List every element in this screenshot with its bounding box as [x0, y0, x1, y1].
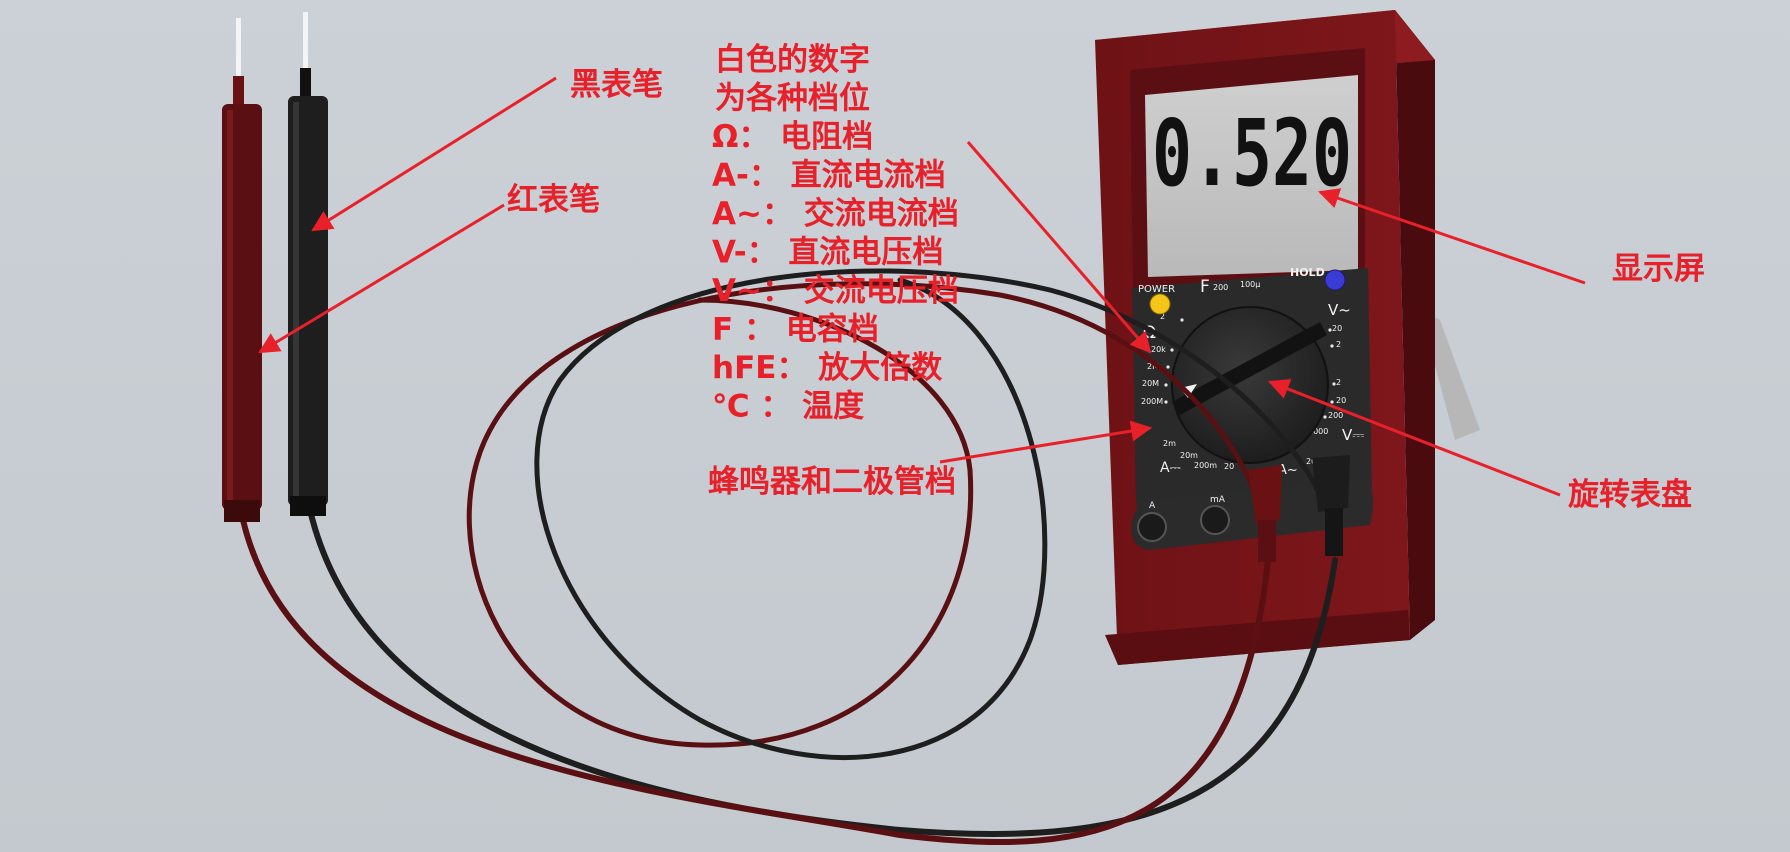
- red-lead-loop: [466, 281, 1271, 748]
- meter-side: [1395, 10, 1435, 640]
- mark-n6: 20M: [1142, 379, 1159, 388]
- hold-button[interactable]: [1324, 269, 1346, 291]
- legend-line: hFE： 放大倍数: [712, 350, 942, 386]
- arrow-legend-to-dial: [966, 141, 1152, 354]
- mark-n15: 20: [1336, 396, 1346, 405]
- black-probe-handle-highlight: [293, 102, 299, 500]
- arrow-red-probe: [258, 203, 505, 354]
- power-label: POWER: [1138, 284, 1175, 295]
- jack-a[interactable]: [1137, 512, 1167, 542]
- arrow-rotary-dial: [1268, 379, 1561, 497]
- mark-capacitance: F: [1200, 277, 1210, 297]
- red-probe[interactable]: [222, 18, 262, 522]
- red-probe-tip: [236, 18, 241, 76]
- hold-label: HOLD: [1290, 266, 1325, 279]
- black-probe[interactable]: [288, 12, 328, 516]
- label-screen: 显示屏: [1612, 251, 1705, 287]
- black-lead-loop: [534, 268, 1338, 761]
- display-screen: [1145, 75, 1358, 277]
- black-probe-base: [290, 496, 326, 516]
- display-reading: 0.520: [1152, 100, 1352, 207]
- red-lead: [240, 517, 1271, 846]
- legend-line: A~： 交流电流档: [712, 196, 959, 232]
- jack-panel: [1131, 480, 1374, 550]
- mark-v-ac: V~: [1328, 301, 1351, 319]
- mark-n14: 2: [1336, 340, 1341, 349]
- mark-v-dc: V⎓: [1342, 426, 1364, 444]
- mark-n9: 20m: [1180, 451, 1198, 460]
- mark-n1: 200: [1213, 283, 1228, 292]
- legend-line: V~： 交流电压档: [712, 273, 959, 309]
- mark-n10: 200m: [1194, 461, 1217, 470]
- red-probe-base: [224, 500, 260, 522]
- annotation-arrows: [258, 76, 1586, 497]
- mark-n4: 20k: [1151, 345, 1166, 354]
- mark-n18: 2: [1336, 378, 1341, 387]
- mark-n11: 20: [1224, 462, 1234, 471]
- legend-line: 为各种档位: [715, 81, 870, 117]
- legend-line: ℃ ： 温度: [712, 389, 864, 425]
- mark-a-dc: A⎓: [1160, 460, 1181, 476]
- legend-line: 白色的数字: [715, 42, 870, 78]
- mark-n8: 2m: [1163, 439, 1176, 448]
- rotary-dial[interactable]: [1171, 306, 1329, 464]
- rotary-dial-pointer-bar: [1172, 322, 1327, 415]
- mark-n16: 200: [1328, 411, 1343, 420]
- mark-n17: 1000: [1308, 427, 1328, 436]
- black-lead: [307, 507, 1338, 837]
- mark-n5: 2M: [1147, 362, 1159, 371]
- mark-n2: 100μ: [1240, 280, 1260, 289]
- power-button[interactable]: [1149, 293, 1171, 315]
- mark-n3: 2: [1160, 312, 1165, 321]
- red-probe-handle-highlight: [227, 110, 233, 506]
- black-probe-tip: [303, 12, 308, 70]
- black-probe-collar: [300, 68, 311, 98]
- legend-line: V-： 直流电压档: [712, 235, 943, 271]
- arrow-screen: [1318, 188, 1586, 285]
- arrow-buzzer-diode: [939, 420, 1153, 464]
- arrow-black-probe: [311, 76, 557, 232]
- mark-n7: 200M: [1141, 397, 1163, 406]
- label-rotary-dial: 旋转表盘: [1568, 477, 1692, 513]
- probe-leads: [240, 268, 1338, 846]
- jack-a-label: A: [1149, 501, 1156, 511]
- label-black-probe: 黑表笔: [570, 67, 663, 103]
- legend-line: Ω： 电阻档: [712, 119, 873, 155]
- black-plug: [1312, 455, 1350, 556]
- mark-a-ac: A~: [1278, 463, 1298, 478]
- legend-line: A-： 直流电流档: [712, 158, 946, 194]
- label-red-probe: 红表笔: [507, 182, 600, 218]
- mark-n13: 20: [1332, 324, 1342, 333]
- jack-ma-label: mA: [1210, 495, 1226, 505]
- red-probe-collar: [233, 76, 244, 106]
- legend-line: F ： 电容档: [712, 312, 879, 348]
- red-plug: [1248, 465, 1282, 562]
- jack-ma[interactable]: [1200, 505, 1230, 535]
- label-buzzer-diode: 蜂鸣器和二极管档: [708, 464, 956, 500]
